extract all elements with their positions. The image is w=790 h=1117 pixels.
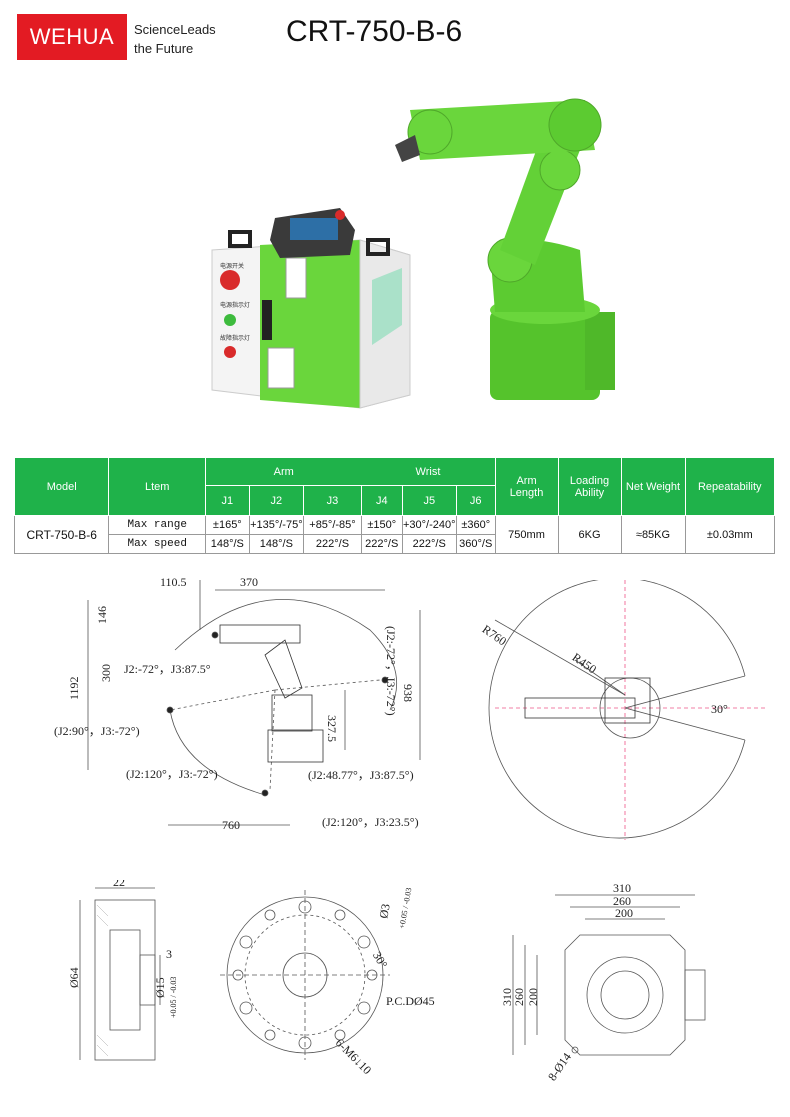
cell-speed-j1: 148°/S — [204, 534, 250, 554]
panel-label-power-indicator: 电源指示灯 — [220, 301, 250, 309]
dim-300: 300 — [99, 664, 113, 682]
header-model: Model — [13, 457, 110, 516]
slogan-line-1: ScienceLeads — [134, 22, 216, 37]
header-j1: J1 — [204, 485, 250, 516]
dim-8-d14: 8-Ø14 — [545, 1050, 574, 1083]
header-j2: J2 — [248, 485, 305, 516]
dim-d15-tol: +0.05 / -0.03 — [169, 977, 178, 1018]
product-illustration: 电源开关 电源指示灯 故障指示灯 — [211, 98, 615, 409]
dim-d15: Ø15 — [153, 977, 167, 998]
pose-j2-48: (J2:48.77°，J3:87.5°) — [308, 768, 414, 782]
page-title: CRT-750-B-6 — [286, 15, 463, 48]
dim-pcd45: P.C.DØ45 — [386, 994, 435, 1008]
header-j6: J6 — [455, 485, 496, 516]
side-view-drawing: 110.5 370 146 300 1192 938 327.5 760 J2:… — [54, 575, 421, 832]
dim-d3: Ø3 — [376, 903, 392, 920]
dim-6-m6: 6-M6↓10 — [333, 1036, 374, 1077]
cell-loading: 6KG — [557, 515, 622, 554]
cell-arm-length: 750mm — [494, 515, 559, 554]
controller-cabinet: 电源开关 电源指示灯 故障指示灯 — [211, 208, 411, 409]
slogan-line-2: the Future — [134, 41, 194, 56]
header-j4: J4 — [360, 485, 403, 516]
cell-range-j2: +135°/-75° — [248, 515, 305, 535]
dim-h260: 260 — [512, 988, 526, 1006]
brand-logo: WEHUA — [17, 14, 127, 60]
dim-30-deg: 30° — [711, 702, 728, 716]
cell-speed-j4: 222°/S — [360, 534, 403, 554]
cell-range-j3: +85°/-85° — [303, 515, 362, 535]
dim-938: 938 — [401, 684, 415, 702]
dim-22: 22 — [113, 880, 125, 889]
pose-j2-120-j3-23: (J2:120°，J3:23.5°) — [322, 815, 419, 829]
header-wrist: Wrist — [361, 457, 496, 486]
header-arm: Arm — [204, 457, 362, 486]
dim-110-5: 110.5 — [160, 575, 187, 589]
dim-3: 3 — [166, 947, 172, 961]
robot-arm — [395, 98, 615, 400]
cell-speed-j2: 148°/S — [248, 534, 305, 554]
header-net-weight: Net Weight — [620, 457, 686, 516]
cell-speed-j5: 222°/S — [401, 534, 457, 554]
cell-model: CRT-750-B-6 — [13, 515, 110, 554]
dim-146: 146 — [95, 606, 109, 624]
dim-h310: 310 — [500, 988, 514, 1006]
cell-range-label: Max range — [108, 515, 206, 535]
cell-range-j1: ±165° — [204, 515, 250, 535]
dim-1192: 1192 — [67, 676, 81, 700]
base-drawing: 310 260 200 310 260 200 8-Ø14 — [500, 881, 706, 1083]
dim-w310: 310 — [613, 881, 631, 895]
cell-speed-j3: 222°/S — [303, 534, 362, 554]
header-item: Ltem — [108, 457, 206, 516]
dim-w260: 260 — [613, 894, 631, 908]
cell-speed-label: Max speed — [108, 534, 206, 554]
cell-range-j4: ±150° — [360, 515, 403, 535]
cell-repeatability: ±0.03mm — [684, 515, 775, 554]
dim-d3-tol: +0.05 / -0.03 — [397, 887, 413, 929]
flange-front-drawing: Ø3 +0.05 / -0.03 30° P.C.DØ45 6-M6↓10 — [220, 887, 435, 1077]
flange-side-drawing: 22 3 Ø64 Ø15 +0.05 / -0.03 — [67, 880, 178, 1061]
cell-range-j6: ±360° — [455, 515, 496, 535]
dim-w200: 200 — [615, 906, 633, 920]
header-repeatability: Repeatability — [684, 457, 775, 516]
top-view-drawing: R760 R450 30° — [480, 580, 765, 840]
pose-j2-72-j3-87: J2:-72°，J3:87.5° — [124, 662, 211, 676]
dim-760: 760 — [222, 818, 240, 832]
header-j3: J3 — [303, 485, 362, 516]
pose-j2-90: (J2:90°，J3:-72°) — [54, 724, 140, 738]
dim-327-5: 327.5 — [325, 715, 339, 742]
cell-range-j5: +30°/-240° — [401, 515, 457, 535]
dim-370: 370 — [240, 575, 258, 589]
dim-r450: R450 — [570, 650, 599, 676]
dim-d64: Ø64 — [67, 967, 81, 988]
cell-net-weight: ≈85KG — [620, 515, 686, 554]
pose-j2-120-j3-72: (J2:120°，J3:-72°) — [126, 767, 218, 781]
cell-speed-j6: 360°/S — [455, 534, 496, 554]
header-j5: J5 — [401, 485, 457, 516]
panel-label-power: 电源开关 — [220, 262, 244, 270]
dim-30-deg-flange: 30° — [370, 949, 391, 971]
pose-j2-72-j3-72: (J2:-72°，J3:-72°) — [384, 626, 398, 716]
panel-label-fault-indicator: 故障指示灯 — [220, 334, 250, 342]
dim-h200: 200 — [526, 988, 540, 1006]
brand-slogan: ScienceLeads the Future — [134, 20, 216, 58]
